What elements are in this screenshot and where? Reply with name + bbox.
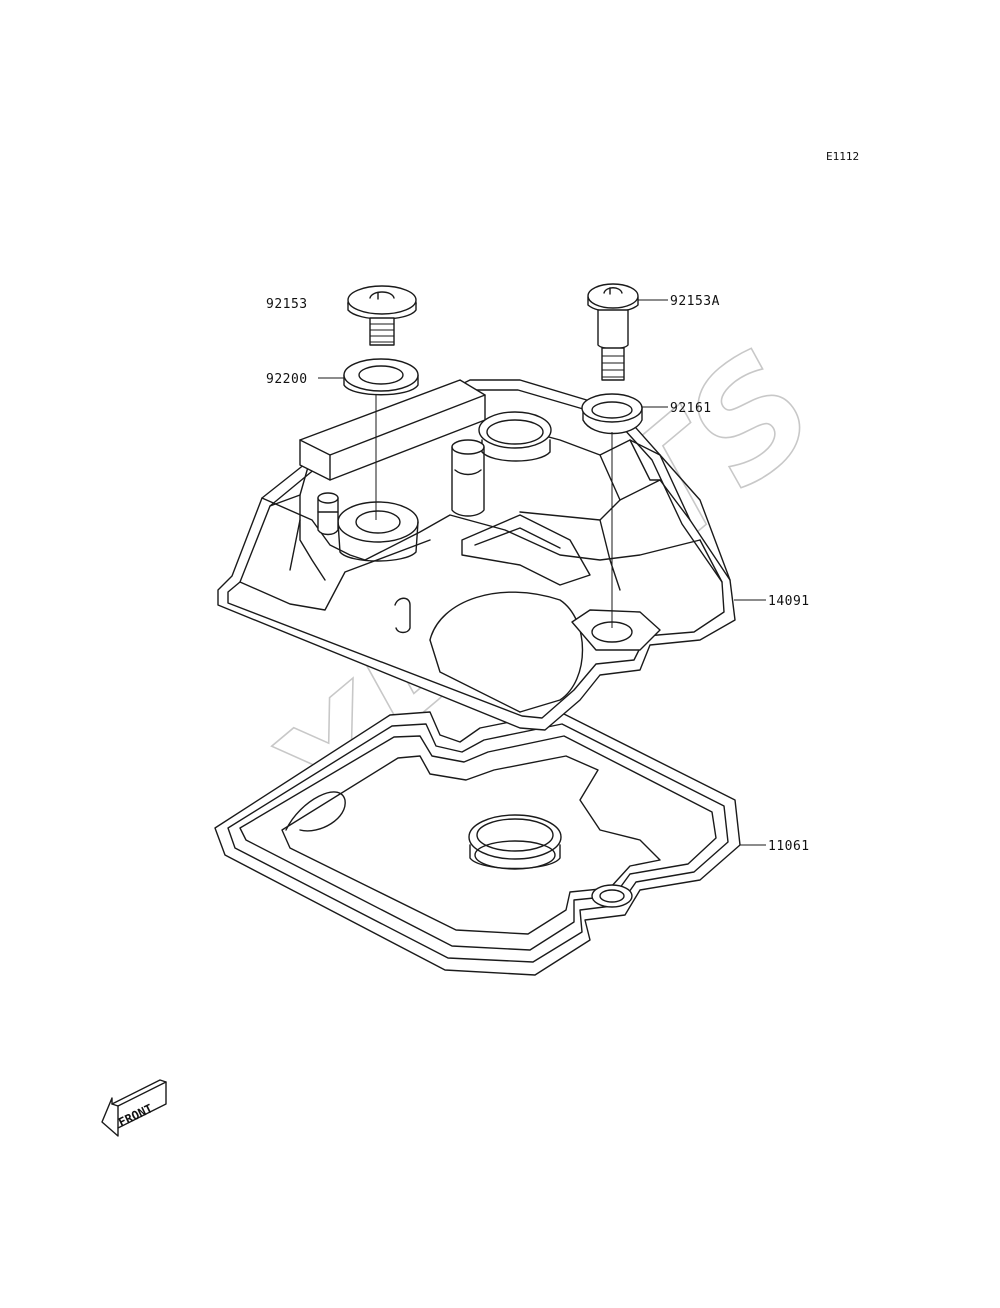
part-number-11061: 11061 <box>768 839 810 854</box>
label-11061: 11061 <box>740 839 810 854</box>
label-92161: 92161 <box>642 401 712 416</box>
part-number-92161: 92161 <box>670 401 712 416</box>
label-92200: 92200 <box>266 372 344 387</box>
diagram-ref-code: E1112 <box>826 150 859 163</box>
bolt-92153a[interactable] <box>587 283 639 381</box>
label-92153a: 92153A <box>638 294 720 309</box>
cylinder-head-cover-14091[interactable] <box>217 379 736 731</box>
washer-92200[interactable] <box>343 358 419 396</box>
front-direction-arrow: FRONT <box>101 1079 167 1137</box>
label-92153: 92153 <box>266 297 308 312</box>
part-number-92153: 92153 <box>266 297 308 312</box>
alignment-guides <box>375 394 613 628</box>
grommet-92161[interactable] <box>581 393 643 435</box>
part-number-92200: 92200 <box>266 372 308 387</box>
bolt-92153[interactable] <box>347 285 417 346</box>
part-number-14091: 14091 <box>768 594 810 609</box>
part-number-92153a: 92153A <box>670 294 720 309</box>
gasket-11061[interactable] <box>214 711 741 976</box>
label-14091: 14091 <box>734 594 810 609</box>
